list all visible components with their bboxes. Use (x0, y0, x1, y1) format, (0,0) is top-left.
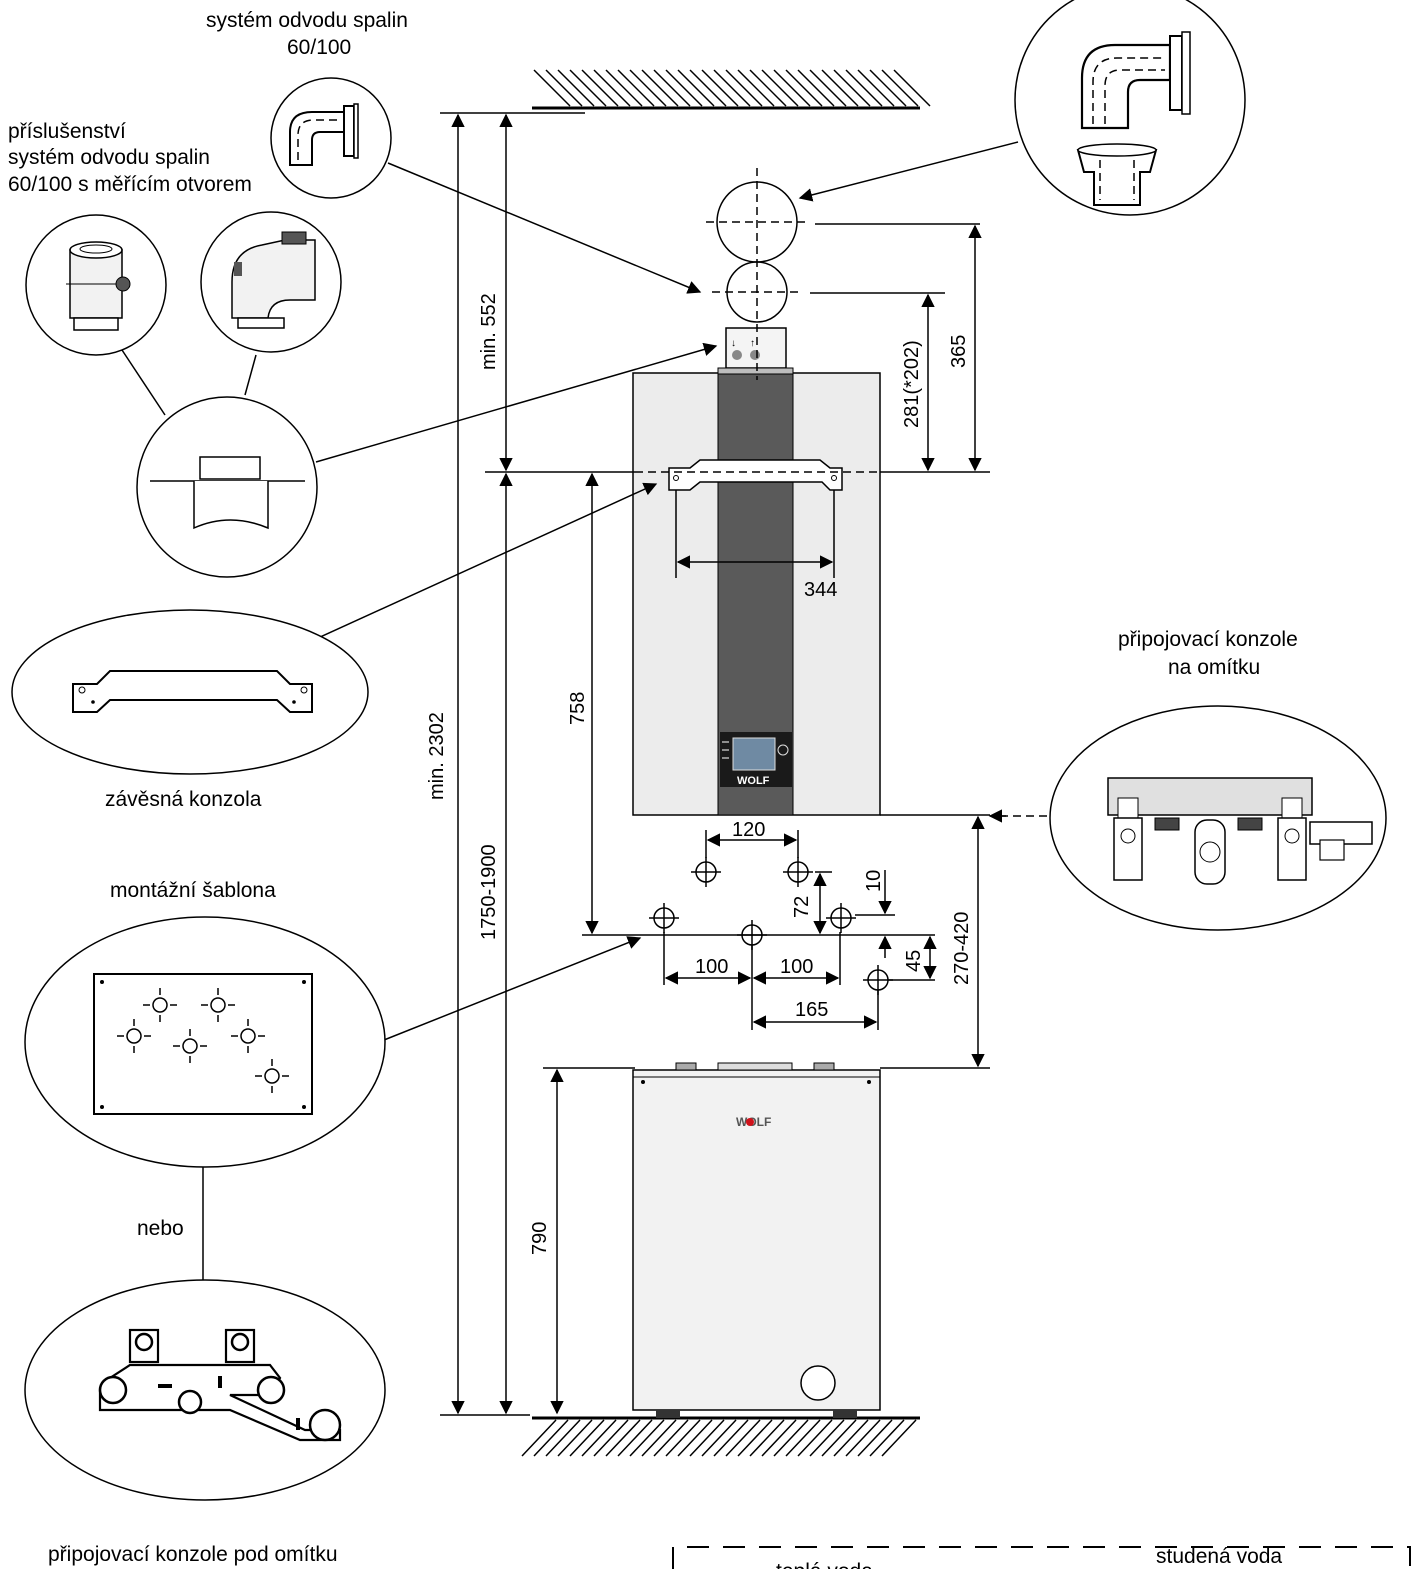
label-accessory-3: 60/100 s měřícím otvorem (8, 173, 252, 196)
dim-344: 344 (804, 579, 837, 601)
flue-outlet-positions (706, 168, 810, 380)
detail-measuring-elbow (200, 211, 342, 353)
dimension-lines (440, 112, 990, 1416)
label-accessory-1: příslušenství (8, 120, 126, 143)
mounting-hole-pattern (649, 857, 893, 995)
label-flue-system-1: systém odvodu spalin (206, 9, 408, 32)
dim-100-right: 100 (780, 956, 813, 978)
boiler-hanging-bracket (668, 459, 843, 491)
dim-10: 10 (863, 870, 885, 892)
dim-165: 165 (795, 999, 828, 1021)
label-cold-water: studená voda (1156, 1545, 1282, 1568)
detail-flue-elbow (270, 77, 392, 199)
detail-concealed-bracket (24, 1279, 386, 1501)
water-connection-legend (672, 1546, 1411, 1569)
dim-758: 758 (567, 692, 589, 725)
detail-flue-connection (136, 396, 318, 578)
label-mounting-template: montážní šablona (110, 879, 276, 902)
leader-arrows (121, 141, 1060, 1280)
detail-measuring-pipe (25, 214, 167, 356)
boiler-unit: ↓ ↑ WOLF (632, 327, 881, 816)
dim-72: 72 (791, 896, 813, 918)
dimension-labels: min. 2302 min. 552 1750-1900 758 790 281… (426, 293, 973, 1255)
label-concealed-bracket: připojovací konzole pod omítku (48, 1543, 338, 1566)
detail-mounting-template (24, 916, 386, 1168)
storage-tank: WOLF (632, 1062, 881, 1418)
dim-45: 45 (903, 950, 925, 972)
dim-790: 790 (529, 1222, 551, 1255)
label-or: nebo (137, 1217, 184, 1240)
label-surface-bracket-1: připojovací konzole (1118, 628, 1298, 651)
detail-surface-bracket (1049, 705, 1387, 931)
label-surface-bracket-2: na omítku (1168, 656, 1260, 679)
dim-min-552: min. 552 (478, 293, 500, 370)
display-screen (732, 737, 776, 771)
label-hot-water: teplá voda (776, 1560, 873, 1569)
svg-text:↓: ↓ (731, 338, 736, 349)
dim-270-420: 270-420 (951, 912, 973, 985)
dim-1750-1900: 1750-1900 (478, 844, 500, 940)
label-accessory-2: systém odvodu spalin (8, 146, 210, 169)
ceiling-hatch (532, 69, 931, 110)
tank-inspection-opening (800, 1365, 836, 1401)
boiler-logo: WOLF (737, 775, 770, 787)
label-flue-system-2: 60/100 (287, 36, 351, 59)
detail-elbow-adapter (1014, 0, 1246, 216)
floor-hatch (521, 1416, 920, 1457)
text-labels: systém odvodu spalin 60/100 příslušenstv… (8, 9, 1298, 1574)
detail-hanging-bracket (11, 609, 369, 775)
dim-min-2302: min. 2302 (426, 712, 448, 800)
dim-100-left: 100 (695, 956, 728, 978)
svg-text:↑: ↑ (750, 338, 755, 349)
dim-365: 365 (948, 335, 970, 368)
label-hanging-bracket: závěsná konzola (105, 788, 262, 811)
dim-120: 120 (732, 819, 765, 841)
dim-281: 281(*202) (901, 340, 923, 428)
